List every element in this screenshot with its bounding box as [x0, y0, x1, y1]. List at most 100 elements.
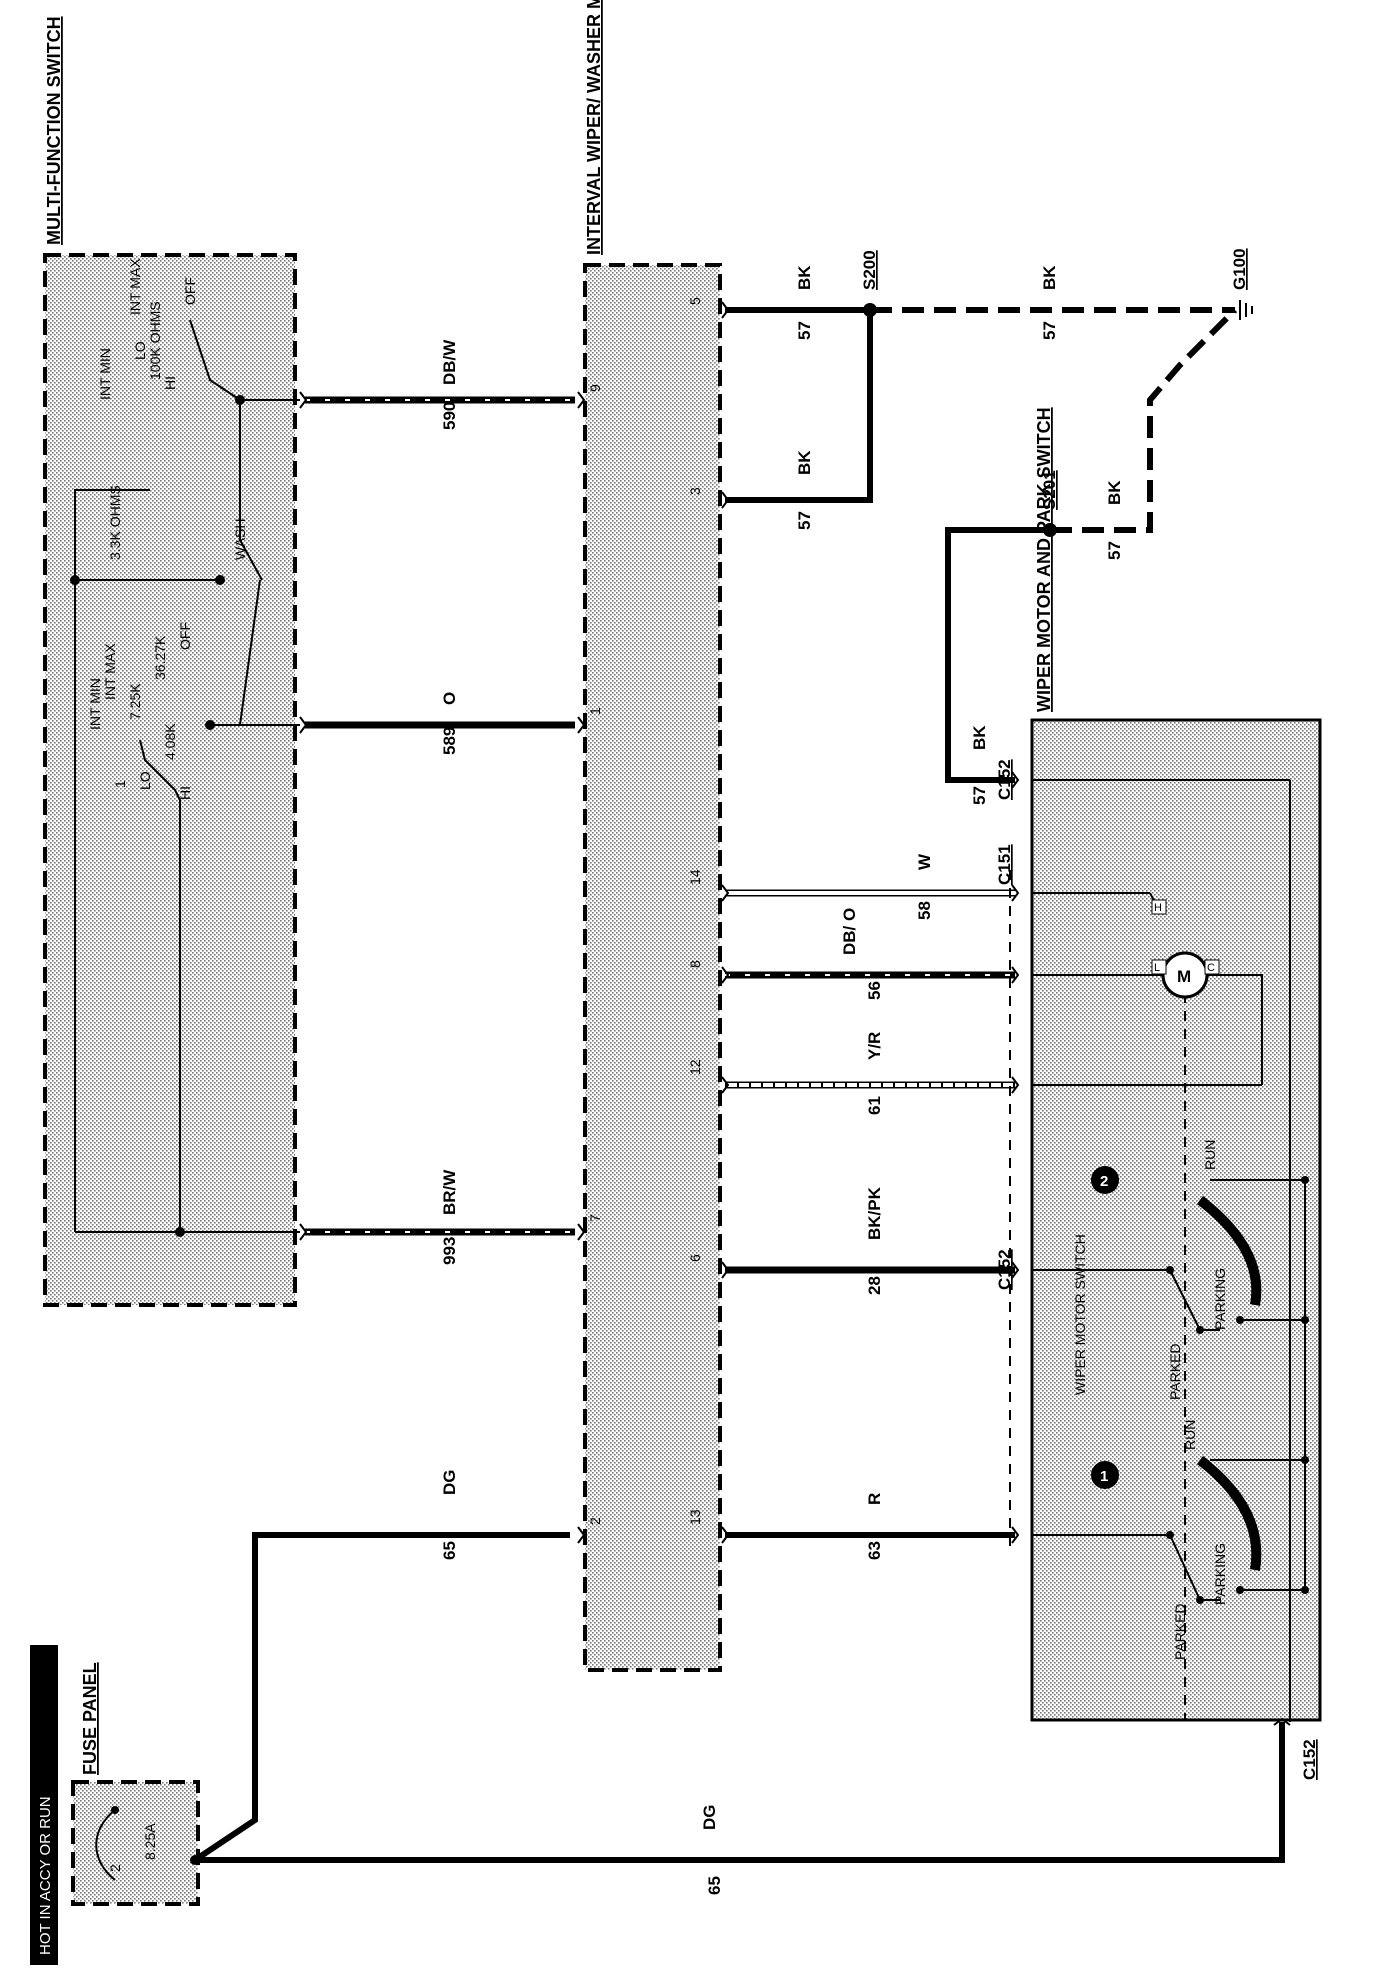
motor-internals [1032, 779, 1306, 1722]
svg-text:57: 57 [1040, 321, 1059, 340]
svg-text:RUN: RUN [1202, 1140, 1218, 1170]
svg-text:9: 9 [587, 384, 603, 392]
svg-text:65: 65 [440, 1541, 459, 1560]
svg-text:3.3K OHMS: 3.3K OHMS [107, 485, 123, 560]
svg-text:3: 3 [687, 487, 703, 495]
connector-labels: C152 C151 C152 C152 S200 S201 G100 [860, 248, 1319, 1780]
splice-dot [205, 720, 215, 730]
svg-text:R: R [865, 1493, 884, 1505]
svg-text:INT MAX: INT MAX [127, 258, 143, 315]
svg-text:BK: BK [795, 265, 814, 290]
svg-text:8: 8 [687, 960, 703, 968]
splice-dot [215, 575, 225, 585]
svg-text:4.08K: 4.08K [162, 723, 178, 760]
switch-labels: LO HI INT MIN INT MAX OFF 4.08K 7.25K 36… [87, 258, 248, 800]
svg-text:57: 57 [795, 321, 814, 340]
svg-text:57: 57 [970, 786, 989, 805]
svg-text:7: 7 [587, 1214, 603, 1222]
svg-text:HI: HI [162, 376, 178, 390]
svg-text:HOT IN ACCY OR RUN: HOT IN ACCY OR RUN [37, 1796, 54, 1955]
svg-text:WIPER MOTOR AND PARK SWITCH: WIPER MOTOR AND PARK SWITCH [1034, 407, 1054, 712]
callout-1 [1091, 1461, 1119, 1489]
svg-text:BK: BK [1105, 480, 1124, 505]
svg-text:5: 5 [687, 297, 703, 305]
interval-wiper-washer-module: INTERVAL WIPER/ WASHER MODULE [583, 0, 722, 1672]
svg-text:W: W [915, 853, 934, 870]
svg-text:C152: C152 [995, 1249, 1014, 1290]
svg-text:BK: BK [795, 450, 814, 475]
svg-text:DG: DG [440, 1470, 459, 1496]
svg-text:WASH: WASH [232, 519, 248, 560]
svg-text:57: 57 [795, 511, 814, 530]
svg-text:58: 58 [915, 901, 934, 920]
wire-65-dg-fuse-to-module [193, 1532, 570, 1863]
svg-text:BK: BK [1040, 265, 1059, 290]
svg-text:S200: S200 [860, 250, 879, 290]
svg-text:O: O [440, 692, 459, 705]
svg-text:M: M [1177, 967, 1191, 986]
svg-text:1: 1 [1100, 1468, 1108, 1485]
svg-text:INT MAX: INT MAX [102, 643, 118, 700]
splice-dot [175, 1227, 185, 1237]
svg-text:Y/R: Y/R [865, 1032, 884, 1060]
svg-text:8.25A: 8.25A [142, 1823, 158, 1860]
splice-dot [235, 395, 245, 405]
switch-internals [74, 319, 300, 1233]
wire-57-bk-s201-g100 [1050, 307, 1238, 533]
svg-text:LO: LO [132, 341, 148, 360]
svg-text:MULTI-FUNCTION SWITCH: MULTI-FUNCTION SWITCH [44, 16, 64, 245]
svg-text:C152: C152 [1300, 1739, 1319, 1780]
svg-text:63: 63 [865, 1541, 884, 1560]
svg-text:LO: LO [137, 771, 153, 790]
svg-text:INT MIN: INT MIN [87, 678, 103, 730]
svg-text:DB/ O: DB/ O [840, 908, 859, 955]
multi-function-switch: MULTI-FUNCTION SWITCH [43, 16, 297, 1307]
svg-text:6: 6 [687, 1254, 703, 1262]
svg-text:INTERVAL WIPER/ WASHER MODULE: INTERVAL WIPER/ WASHER MODULE [584, 0, 604, 255]
connector-chevrons [299, 301, 1291, 1726]
svg-text:57: 57 [1105, 541, 1124, 560]
svg-text:RUN: RUN [1182, 1420, 1198, 1450]
module-pins: 2 7 1 9 13 6 12 8 14 3 5 [587, 297, 703, 1525]
wire-65-dg-fuse-to-motor [195, 1722, 1285, 1863]
svg-text:1: 1 [587, 707, 603, 715]
svg-text:FUSE PANEL: FUSE PANEL [80, 1662, 100, 1775]
svg-text:H: H [1154, 902, 1162, 914]
svg-text:PARKED: PARKED [1172, 1603, 1188, 1660]
svg-text:12: 12 [687, 1059, 703, 1075]
svg-text:L: L [1154, 962, 1160, 974]
fuse-panel: FUSE PANEL 2 8.25A [71, 1662, 200, 1906]
motor-labels: WIPER MOTOR SWITCH PARKED PARKING RUN PA… [1072, 1140, 1228, 1660]
svg-text:13: 13 [687, 1509, 703, 1525]
svg-text:1: 1 [112, 780, 128, 788]
svg-text:PARKING: PARKING [1212, 1268, 1228, 1330]
svg-text:14: 14 [687, 869, 703, 885]
svg-text:HI: HI [177, 786, 193, 800]
svg-text:OFF: OFF [182, 277, 198, 305]
svg-text:993: 993 [440, 1237, 459, 1265]
svg-text:BK/PK: BK/PK [865, 1186, 884, 1240]
svg-text:100K OHMS: 100K OHMS [147, 301, 163, 380]
ground-g100-icon [1239, 300, 1253, 320]
svg-text:BR/W: BR/W [440, 1169, 459, 1215]
svg-text:2: 2 [107, 1864, 123, 1872]
svg-text:G100: G100 [1230, 248, 1249, 290]
wire-57-bk-pin3 [725, 310, 873, 503]
wire-57-bk-s201-motor [945, 527, 1050, 783]
svg-text:BK: BK [970, 725, 989, 750]
splice-s201 [1043, 523, 1057, 537]
park-cam-2 [1196, 1196, 1262, 1306]
power-banner: HOT IN ACCY OR RUN [30, 1645, 58, 1965]
svg-text:7.25K: 7.25K [127, 683, 143, 720]
svg-text:OFF: OFF [177, 622, 193, 650]
splice-dot [70, 575, 80, 585]
svg-text:WIPER MOTOR SWITCH: WIPER MOTOR SWITCH [1072, 1234, 1088, 1395]
svg-text:C: C [1207, 962, 1215, 974]
svg-text:DB/W: DB/W [440, 339, 459, 385]
svg-text:28: 28 [865, 1276, 884, 1295]
svg-text:C152: C152 [995, 759, 1014, 800]
motor-icon [1161, 951, 1209, 999]
svg-text:589: 589 [440, 727, 459, 755]
wiper-motor-park-switch: WIPER MOTOR AND PARK SWITCH [1030, 407, 1322, 1722]
